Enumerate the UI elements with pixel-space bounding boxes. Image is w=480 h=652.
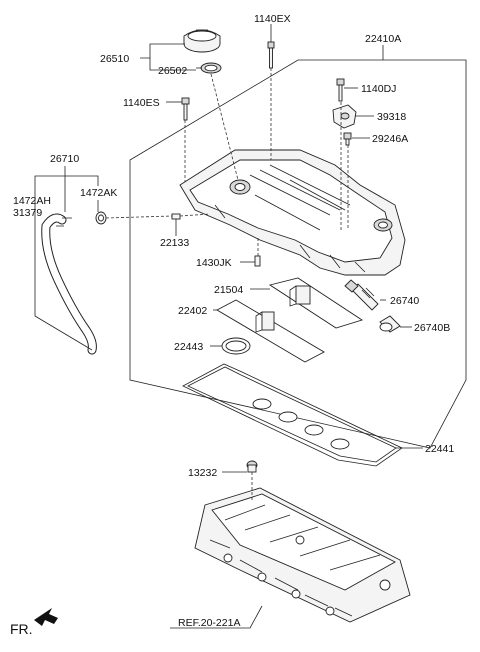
assembly-boundary-box — [129, 59, 467, 449]
oil-control-valve[interactable] — [344, 279, 379, 311]
bolt-29246a[interactable] — [343, 132, 352, 146]
label-21504: 21504 — [214, 284, 243, 296]
label-26740: 26740 — [390, 295, 419, 307]
label-1430jk: 1430JK — [196, 257, 232, 269]
label-front: FR. — [10, 621, 33, 637]
rocker-cover-gasket[interactable] — [182, 363, 403, 467]
spark-plug-tube-gasket[interactable] — [221, 337, 251, 355]
baffle-plate[interactable] — [268, 277, 364, 329]
label-22133: 22133 — [160, 237, 189, 249]
label-39318: 39318 — [377, 111, 406, 123]
bolt-1140ex[interactable] — [267, 41, 275, 69]
leader-lines — [34, 24, 423, 629]
pin-1430jk[interactable] — [254, 255, 261, 267]
label-26740b: 26740B — [414, 322, 450, 334]
front-direction-arrow — [34, 608, 58, 626]
label-22443: 22443 — [174, 341, 203, 353]
baffle-plate-lower[interactable] — [216, 299, 325, 363]
cylinder-head-reference[interactable] — [194, 487, 411, 623]
label-1140es: 1140ES — [123, 97, 160, 109]
label-22402: 22402 — [178, 305, 207, 317]
pcv-hose[interactable] — [41, 213, 97, 355]
dowel-pin-22133[interactable] — [171, 213, 181, 220]
bolt-1140dj[interactable] — [336, 78, 345, 102]
camshaft-position-sensor[interactable] — [332, 104, 357, 129]
dashed-projection-lines — [105, 68, 349, 500]
label-31379: 31379 — [13, 207, 42, 219]
ocv-filter[interactable] — [379, 315, 401, 333]
label-26710: 26710 — [50, 153, 79, 165]
label-1140ex: 1140EX — [254, 13, 291, 25]
oil-filler-cap[interactable] — [183, 29, 221, 53]
label-26502: 26502 — [158, 65, 187, 77]
label-ref-20-221a: REF.20-221A — [178, 617, 240, 629]
bolt-1140es[interactable] — [181, 97, 190, 121]
label-29246a: 29246A — [372, 133, 408, 145]
label-22410a: 22410A — [365, 33, 401, 45]
cylinder-head-cover[interactable] — [179, 149, 406, 276]
label-26510: 26510 — [100, 53, 129, 65]
label-22441: 22441 — [425, 443, 454, 455]
label-1472ah: 1472AH — [13, 195, 51, 207]
label-1472ak: 1472AK — [80, 187, 117, 199]
hose-clip-1472ak[interactable] — [95, 211, 107, 225]
filler-cap-gasket[interactable] — [200, 62, 222, 74]
label-13232: 13232 — [188, 467, 217, 479]
label-1140dj: 1140DJ — [361, 83, 396, 95]
plug-13232[interactable] — [246, 460, 258, 473]
